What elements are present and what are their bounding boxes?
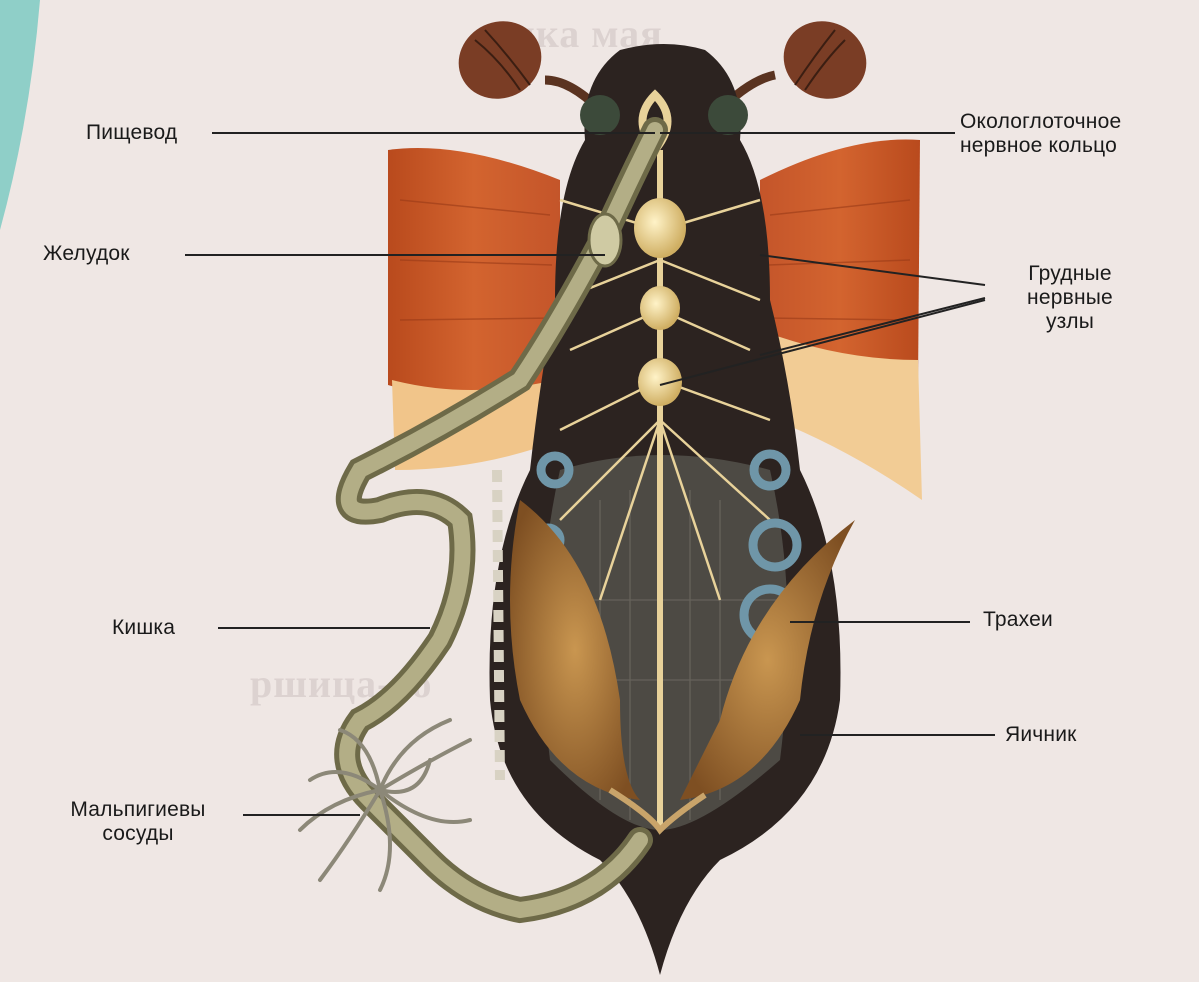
label-malpighian-line1: Мальпигиевы [38, 798, 238, 822]
label-malpighian-line2: сосуды [38, 822, 238, 846]
label-esophagus: Пищевод [86, 121, 177, 145]
label-malpighian-tubules: Мальпигиевы сосуды [38, 798, 238, 846]
label-thoracic-line2: нервные [1000, 286, 1140, 310]
label-thoracic-ganglia: Грудные нервные узлы [1000, 262, 1140, 334]
label-nerve-ring-line2: нервное кольцо [960, 134, 1121, 158]
label-tracheae: Трахеи [983, 608, 1053, 632]
label-thoracic-line3: узлы [1000, 310, 1140, 334]
label-ovary: Яичник [1005, 723, 1077, 747]
label-intestine: Кишка [112, 616, 175, 640]
accent-tab [0, 0, 40, 230]
label-nerve-ring: Окологлоточное нервное кольцо [960, 110, 1121, 158]
label-nerve-ring-line1: Окологлоточное [960, 110, 1121, 134]
label-thoracic-line1: Грудные [1000, 262, 1140, 286]
label-stomach: Желудок [43, 242, 130, 266]
